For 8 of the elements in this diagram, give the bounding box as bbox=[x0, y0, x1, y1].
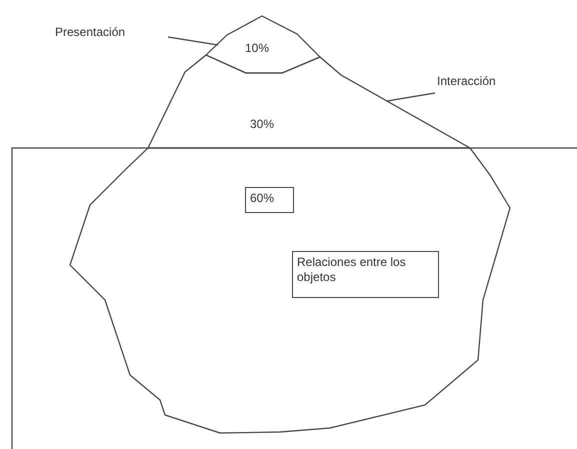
percentage-label: 10% bbox=[245, 41, 270, 55]
part-label: Presentación bbox=[55, 25, 126, 39]
note-box: Relaciones entre los objetos bbox=[292, 251, 439, 298]
part-label: Interacción bbox=[437, 74, 496, 88]
percentage-label: 30% bbox=[250, 117, 274, 131]
leader-line bbox=[386, 92, 436, 102]
leader-line bbox=[168, 36, 218, 46]
percentage-box: 60% bbox=[245, 187, 294, 213]
